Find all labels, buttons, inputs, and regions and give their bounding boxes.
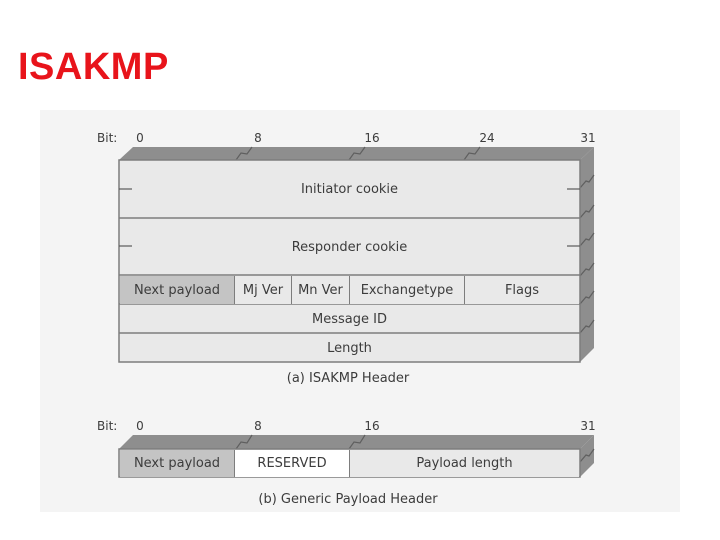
- message-id-field: Message ID: [312, 311, 387, 327]
- next-payload-field: Next payload: [120, 276, 235, 304]
- minor-version-field: Mn Ver: [292, 276, 350, 304]
- header-side-face: [580, 147, 594, 362]
- header-bit-24: 24: [479, 131, 495, 145]
- isakmp-header-caption: (a) ISAKMP Header: [286, 371, 410, 386]
- payload-bit-8: 8: [254, 419, 262, 433]
- reserved-field: RESERVED: [235, 450, 350, 477]
- payload-bit-31: 31: [580, 419, 596, 433]
- payload-side-face: [580, 435, 594, 477]
- header-bit-0: 0: [136, 131, 144, 145]
- header-row-lines: [119, 217, 580, 334]
- payload-bit-prefix: Bit:: [97, 419, 118, 433]
- header-bit-31: 31: [580, 131, 596, 145]
- header-body: [118, 159, 581, 363]
- initiator-cookie-field: Initiator cookie: [300, 182, 399, 197]
- header-bit-8: 8: [254, 131, 262, 145]
- payload-next-payload-field: Next payload: [120, 450, 235, 477]
- payload-length-field: Payload length: [350, 450, 579, 477]
- header-break-marks: [235, 146, 481, 161]
- flags-field: Flags: [465, 276, 579, 304]
- slide-title: ISAKMP: [18, 46, 169, 88]
- generic-payload-header-caption: (b) Generic Payload Header: [258, 492, 438, 507]
- responder-cookie-field: Responder cookie: [291, 239, 408, 255]
- length-field: Length: [327, 340, 372, 356]
- major-version-field: Mj Ver: [235, 276, 292, 304]
- header-side-marks: [579, 174, 595, 334]
- exchange-type-field: Exchangetype: [350, 276, 465, 304]
- payload-bit-0: 0: [136, 419, 144, 433]
- cookie-dash-marks: [119, 188, 580, 247]
- isakmp-diagram: Bit: 0 8 16 24 31 Initiator cookie Respo…: [40, 110, 680, 512]
- header-bit-prefix: Bit:: [97, 131, 118, 145]
- payload-break-marks: [235, 434, 595, 463]
- header-bit-16: 16: [364, 131, 380, 145]
- payload-bit-16: 16: [364, 419, 380, 433]
